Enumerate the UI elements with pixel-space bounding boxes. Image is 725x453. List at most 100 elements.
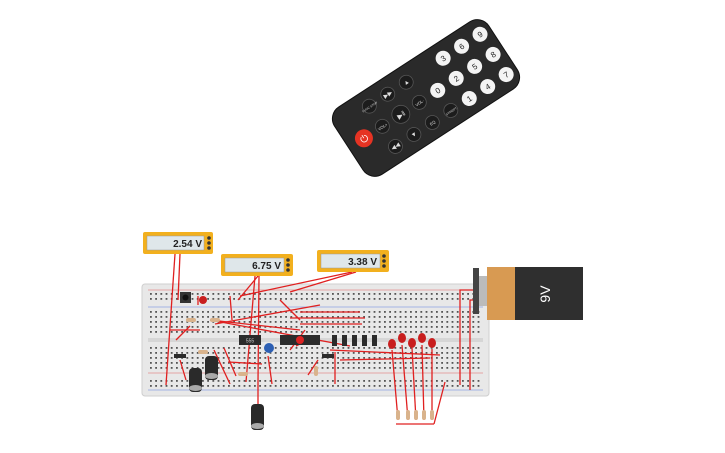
breadboard-hole[interactable] — [233, 316, 235, 318]
breadboard-hole[interactable] — [472, 380, 475, 382]
breadboard-hole[interactable] — [456, 380, 459, 382]
breadboard-hole[interactable] — [285, 311, 287, 313]
breadboard-hole[interactable] — [467, 380, 469, 382]
wire[interactable] — [391, 349, 399, 421]
breadboard-hole[interactable] — [222, 316, 225, 318]
breadboard-hole[interactable] — [264, 380, 267, 382]
breadboard-hole[interactable] — [415, 326, 417, 328]
breadboard-hole[interactable] — [430, 293, 433, 295]
breadboard-hole[interactable] — [207, 331, 209, 333]
breadboard-hole[interactable] — [337, 316, 339, 318]
breadboard-hole[interactable] — [347, 347, 350, 349]
breadboard-hole[interactable] — [472, 352, 475, 354]
breadboard-hole[interactable] — [285, 385, 287, 387]
breadboard-hole[interactable] — [441, 293, 443, 295]
breadboard-hole[interactable] — [446, 321, 449, 323]
electrolytic-capacitor[interactable] — [205, 356, 218, 380]
breadboard-hole[interactable] — [238, 380, 241, 382]
breadboard-hole[interactable] — [295, 385, 298, 387]
breadboard-hole[interactable] — [290, 298, 293, 300]
breadboard-hole[interactable] — [420, 352, 423, 354]
breadboard-hole[interactable] — [368, 293, 371, 295]
breadboard-hole[interactable] — [238, 316, 241, 318]
breadboard-hole[interactable] — [248, 321, 251, 323]
breadboard-hole[interactable] — [378, 367, 381, 369]
breadboard-hole[interactable] — [280, 362, 282, 364]
breadboard-hole[interactable] — [451, 385, 454, 387]
breadboard-hole[interactable] — [191, 298, 194, 300]
breadboard-hole[interactable] — [389, 367, 391, 369]
breadboard-hole[interactable] — [285, 347, 287, 349]
breadboard-hole[interactable] — [358, 385, 360, 387]
breadboard-hole[interactable] — [410, 347, 412, 349]
breadboard-hole[interactable] — [160, 352, 163, 354]
breadboard-hole[interactable] — [332, 321, 334, 323]
breadboard-hole[interactable] — [456, 362, 459, 364]
breadboard-hole[interactable] — [410, 326, 412, 328]
breadboard-hole[interactable] — [389, 362, 391, 364]
breadboard-hole[interactable] — [373, 311, 376, 313]
breadboard-hole[interactable] — [378, 298, 381, 300]
breadboard-hole[interactable] — [462, 357, 464, 359]
breadboard-hole[interactable] — [160, 380, 163, 382]
breadboard-hole[interactable] — [202, 380, 204, 382]
breadboard-hole[interactable] — [233, 380, 235, 382]
breadboard-hole[interactable] — [342, 293, 345, 295]
breadboard-hole[interactable] — [332, 298, 334, 300]
breadboard-hole[interactable] — [259, 362, 261, 364]
breadboard-hole[interactable] — [363, 311, 365, 313]
breadboard-hole[interactable] — [462, 347, 464, 349]
breadboard-hole[interactable] — [280, 347, 282, 349]
breadboard-hole[interactable] — [176, 331, 178, 333]
breadboard-hole[interactable] — [306, 316, 308, 318]
breadboard-hole[interactable] — [446, 326, 449, 328]
breadboard-hole[interactable] — [155, 298, 157, 300]
breadboard-hole[interactable] — [238, 385, 241, 387]
breadboard-hole[interactable] — [306, 298, 308, 300]
breadboard-hole[interactable] — [212, 352, 215, 354]
digit-button-5[interactable]: 5 — [464, 56, 485, 77]
breadboard-hole[interactable] — [352, 352, 355, 354]
wire[interactable] — [267, 355, 273, 385]
breadboard-hole[interactable] — [202, 321, 204, 323]
wire[interactable] — [421, 344, 425, 421]
breadboard-hole[interactable] — [446, 316, 449, 318]
breadboard-hole[interactable] — [264, 352, 267, 354]
power-button[interactable]: ⏻ — [351, 126, 376, 151]
breadboard-hole[interactable] — [217, 311, 220, 313]
breadboard-hole[interactable] — [191, 326, 194, 328]
down-button[interactable]: ▼ — [404, 125, 423, 144]
breadboard-hole[interactable] — [191, 367, 194, 369]
breadboard-hole[interactable] — [467, 347, 469, 349]
breadboard-hole[interactable] — [274, 298, 277, 300]
breadboard-hole[interactable] — [248, 380, 251, 382]
breadboard-hole[interactable] — [306, 293, 308, 295]
breadboard-hole[interactable] — [363, 380, 365, 382]
breadboard-hole[interactable] — [373, 357, 376, 359]
breadboard-hole[interactable] — [467, 352, 469, 354]
breadboard-hole[interactable] — [160, 326, 163, 328]
breadboard-hole[interactable] — [259, 367, 261, 369]
breadboard-hole[interactable] — [456, 352, 459, 354]
breadboard-hole[interactable] — [233, 326, 235, 328]
breadboard-hole[interactable] — [326, 380, 329, 382]
breadboard-hole[interactable] — [181, 326, 183, 328]
breadboard-hole[interactable] — [248, 357, 251, 359]
breadboard-hole[interactable] — [425, 298, 428, 300]
prev-button[interactable]: ◀◀ — [386, 137, 405, 156]
breadboard-hole[interactable] — [181, 331, 183, 333]
breadboard-hole[interactable] — [186, 347, 189, 349]
breadboard-hole[interactable] — [233, 293, 235, 295]
breadboard-hole[interactable] — [347, 352, 350, 354]
breadboard-hole[interactable] — [196, 347, 199, 349]
breadboard-hole[interactable] — [441, 311, 443, 313]
breadboard-hole[interactable] — [254, 357, 256, 359]
breadboard-hole[interactable] — [176, 385, 178, 387]
breadboard-hole[interactable] — [332, 316, 334, 318]
breadboard-hole[interactable] — [373, 293, 376, 295]
breadboard-hole[interactable] — [243, 293, 246, 295]
breadboard-hole[interactable] — [451, 321, 454, 323]
breadboard-hole[interactable] — [150, 316, 152, 318]
breadboard-hole[interactable] — [373, 321, 376, 323]
breadboard-hole[interactable] — [337, 347, 339, 349]
